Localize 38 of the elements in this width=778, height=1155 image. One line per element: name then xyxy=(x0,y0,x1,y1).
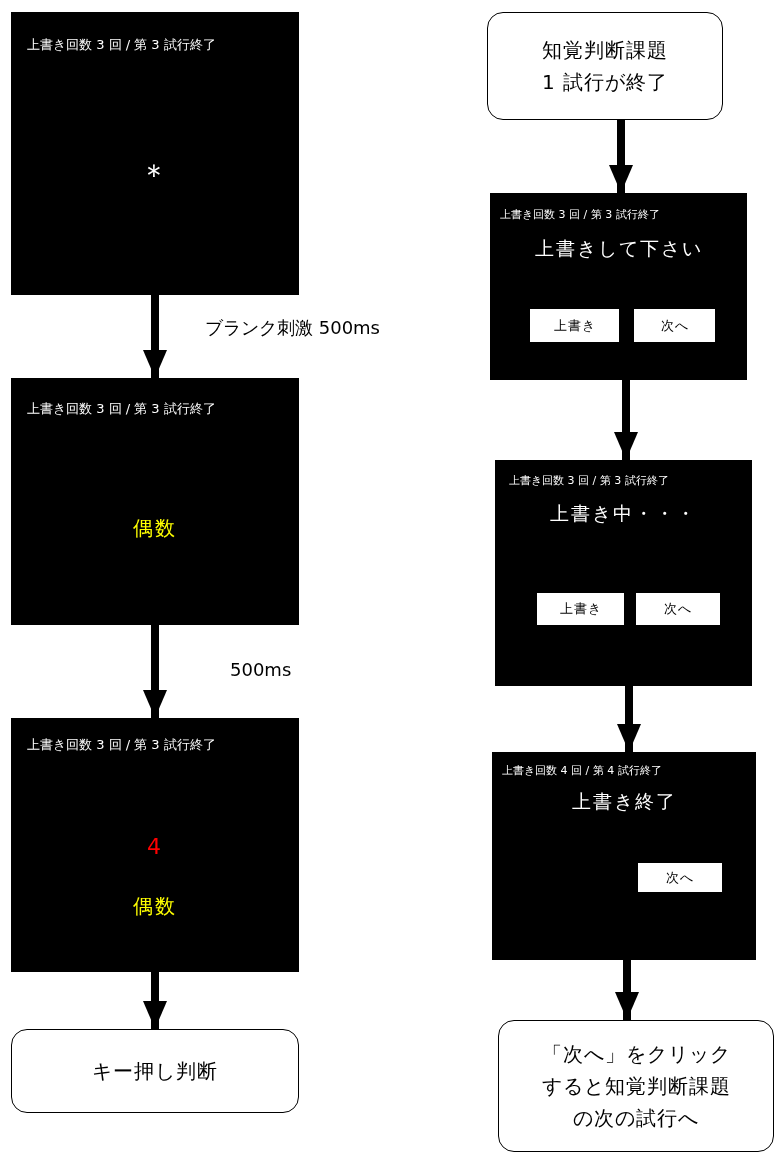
screen-button: 次へ xyxy=(638,863,722,892)
arrow xyxy=(143,295,167,378)
status-text: 上書き回数 3 回 / 第 3 試行終了 xyxy=(27,400,216,418)
status-text: 上書き回数 3 回 / 第 3 試行終了 xyxy=(509,473,669,488)
box-text: キー押し判断 xyxy=(91,1058,219,1085)
status-text: 上書き回数 4 回 / 第 4 試行終了 xyxy=(502,763,662,778)
stimulus-text: ＊ xyxy=(139,157,171,193)
stimulus-text: 4 xyxy=(147,834,163,861)
rounded-box xyxy=(498,1020,774,1152)
stimulus-text: 偶数 xyxy=(133,894,177,918)
stimulus-text: 上書き終了 xyxy=(571,790,677,813)
box-text: 「次へ」をクリックすると知覚判断課題の次の試行へ xyxy=(541,1041,731,1132)
rounded-box xyxy=(487,12,723,120)
screen-panel xyxy=(495,460,752,686)
arrow xyxy=(615,960,639,1020)
status-text: 上書き回数 3 回 / 第 3 試行終了 xyxy=(27,36,216,54)
screen-button: 次へ xyxy=(636,593,720,625)
screen-panel xyxy=(11,12,299,295)
stimulus-text: 上書きして下さい xyxy=(534,237,703,260)
arrow xyxy=(143,625,167,718)
box-text: 知覚判断課題 1 試行が終了 xyxy=(540,37,670,96)
screen-panel xyxy=(11,378,299,625)
status-text: 上書き回数 3 回 / 第 3 試行終了 xyxy=(500,207,660,222)
arrow xyxy=(614,380,638,460)
screen-panel xyxy=(492,752,756,960)
arrow xyxy=(143,972,167,1029)
screen-button: 上書き xyxy=(537,593,624,625)
rounded-box xyxy=(11,1029,299,1113)
stimulus-text: 上書き中・・・ xyxy=(550,502,697,525)
status-text: 上書き回数 3 回 / 第 3 試行終了 xyxy=(27,736,216,754)
screen-button: 上書き xyxy=(530,309,619,342)
screen-panel xyxy=(490,193,747,380)
arrow xyxy=(617,686,641,752)
stimulus-text: 偶数 xyxy=(133,516,177,540)
arrow xyxy=(609,120,633,193)
screen-panel xyxy=(11,718,299,972)
screen-button: 次へ xyxy=(634,309,715,342)
edge-label: ブランク刺激 500ms xyxy=(205,316,380,340)
